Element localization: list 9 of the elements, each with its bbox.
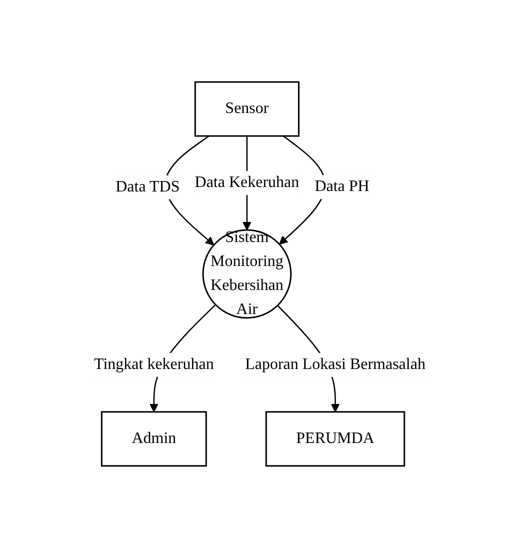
edge-label: Data TDS bbox=[115, 178, 180, 195]
edge-label: Data Kekeruhan bbox=[194, 174, 299, 191]
edge-label: Tingkat kekeruhan bbox=[94, 355, 214, 372]
edge-label: Laporan Lokasi Bermasalah bbox=[244, 355, 426, 372]
node-box: Sensor bbox=[194, 80, 300, 136]
edge-label: Data PH bbox=[314, 178, 370, 195]
node-circle: Sistem Monitoring Kebersihan Air bbox=[202, 228, 292, 318]
node-box: Admin bbox=[100, 410, 207, 466]
node-box: PERUMDA bbox=[265, 410, 405, 466]
